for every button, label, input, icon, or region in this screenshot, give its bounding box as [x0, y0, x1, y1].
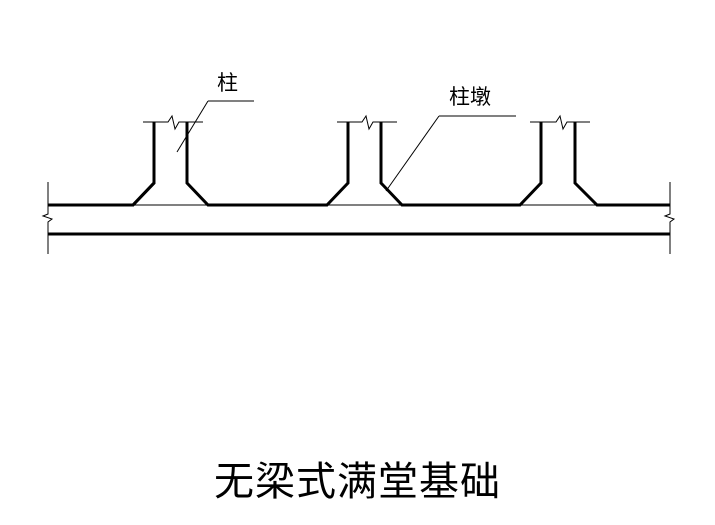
column-pier-label-leader — [385, 115, 516, 192]
left-end-break — [41, 182, 54, 254]
column-label-leader — [176, 100, 254, 153]
slab-top-line — [48, 122, 156, 207]
column-3-break — [530, 114, 590, 131]
right-end-break — [663, 182, 676, 254]
diagram-caption: 无梁式满堂基础 — [214, 459, 501, 505]
slab-top-profile — [48, 122, 670, 207]
column-break-marks — [143, 114, 590, 131]
column-2-break — [337, 114, 397, 131]
column-1-break — [143, 114, 203, 131]
foundation-slab — [48, 122, 670, 236]
slab-end-break-marks — [41, 182, 676, 254]
column-pier-label: 柱墩 — [449, 85, 491, 109]
column-label: 柱 — [217, 71, 238, 95]
